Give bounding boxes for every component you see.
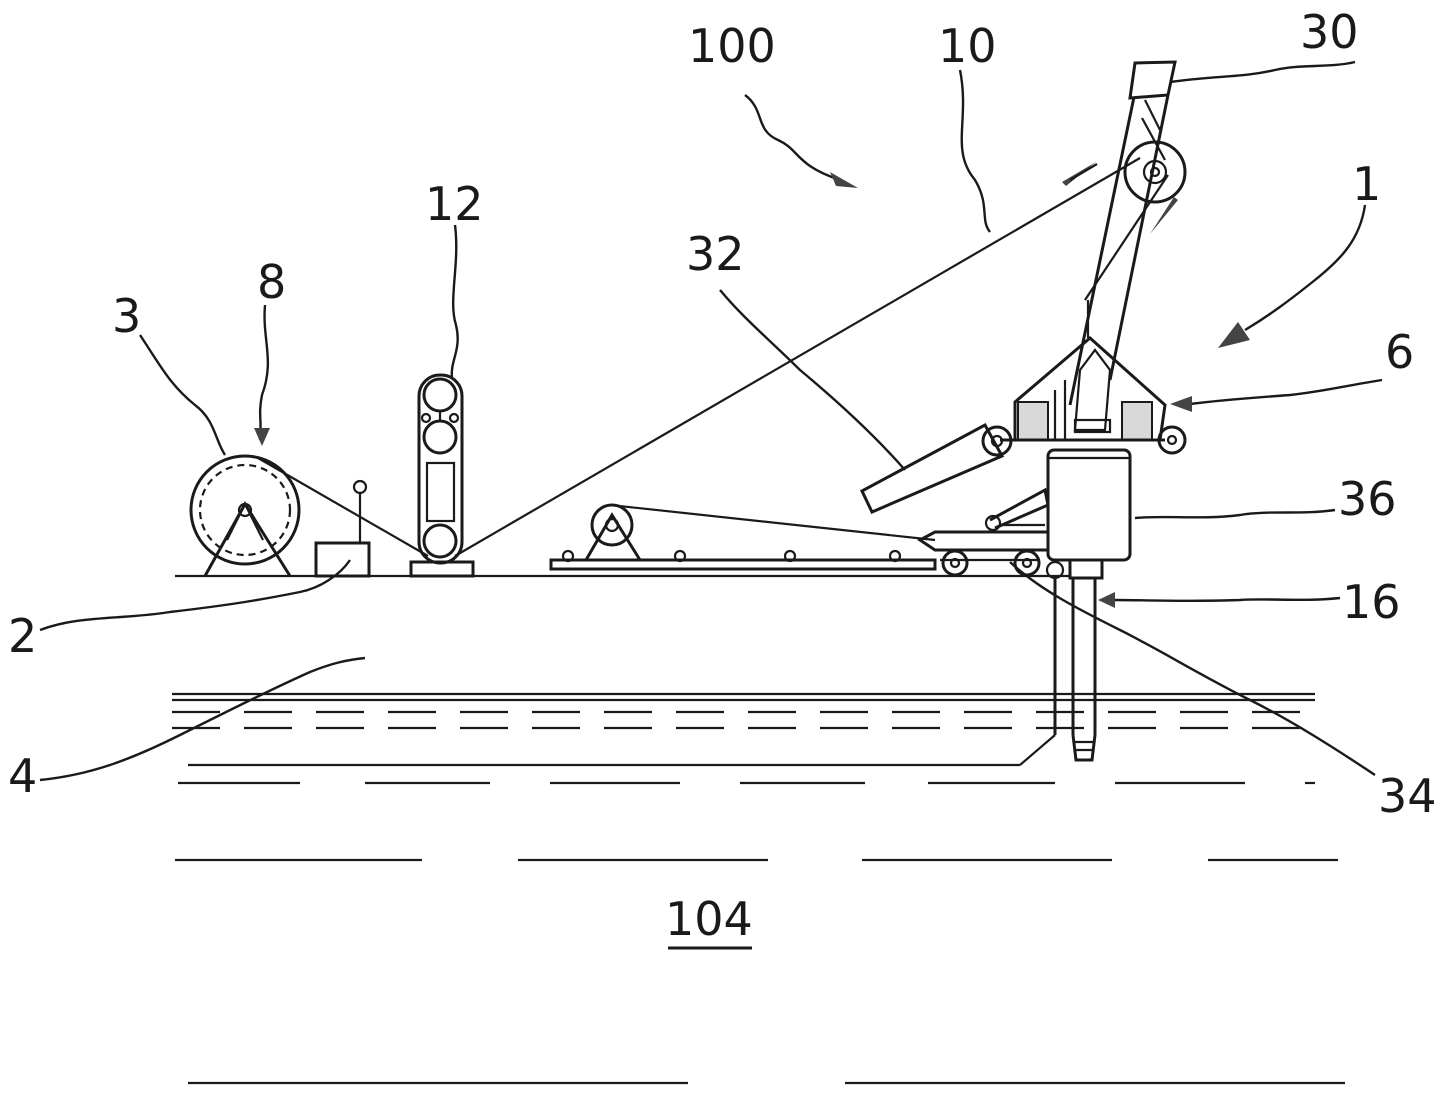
seabed-lines [175,763,1345,1085]
label-4: 4 [8,749,37,803]
label-34: 34 [1378,769,1437,823]
driver-housing [1046,448,1132,580]
label-10: 10 [938,19,997,73]
reference-labels: 100 10 30 1 12 32 8 3 6 36 16 2 4 34 104 [8,5,1437,950]
hydraulic-arm [984,487,1050,532]
label-3: 3 [112,289,141,343]
lifting-head [1000,300,1187,455]
label-2: 2 [8,609,37,663]
water-surface [172,692,1315,730]
label-36: 36 [1338,472,1397,526]
label-104: 104 [665,892,753,946]
label-6: 6 [1385,325,1414,379]
label-16: 16 [1342,575,1401,629]
label-12: 12 [425,177,484,231]
crane-boom [1068,60,1187,406]
skid-track [549,503,937,571]
label-1: 1 [1352,157,1381,211]
winch-drum [189,454,301,577]
label-32: 32 [686,227,745,281]
cables [257,157,1169,557]
roller-tower [409,373,475,578]
label-30: 30 [1300,5,1359,59]
carriage [917,530,1065,580]
direction-arrows [1062,162,1178,234]
pipe-segment [860,422,1013,514]
label-8: 8 [257,255,286,309]
leader-lines [39,60,1383,782]
pile [1019,578,1097,766]
label-100: 100 [688,19,776,73]
